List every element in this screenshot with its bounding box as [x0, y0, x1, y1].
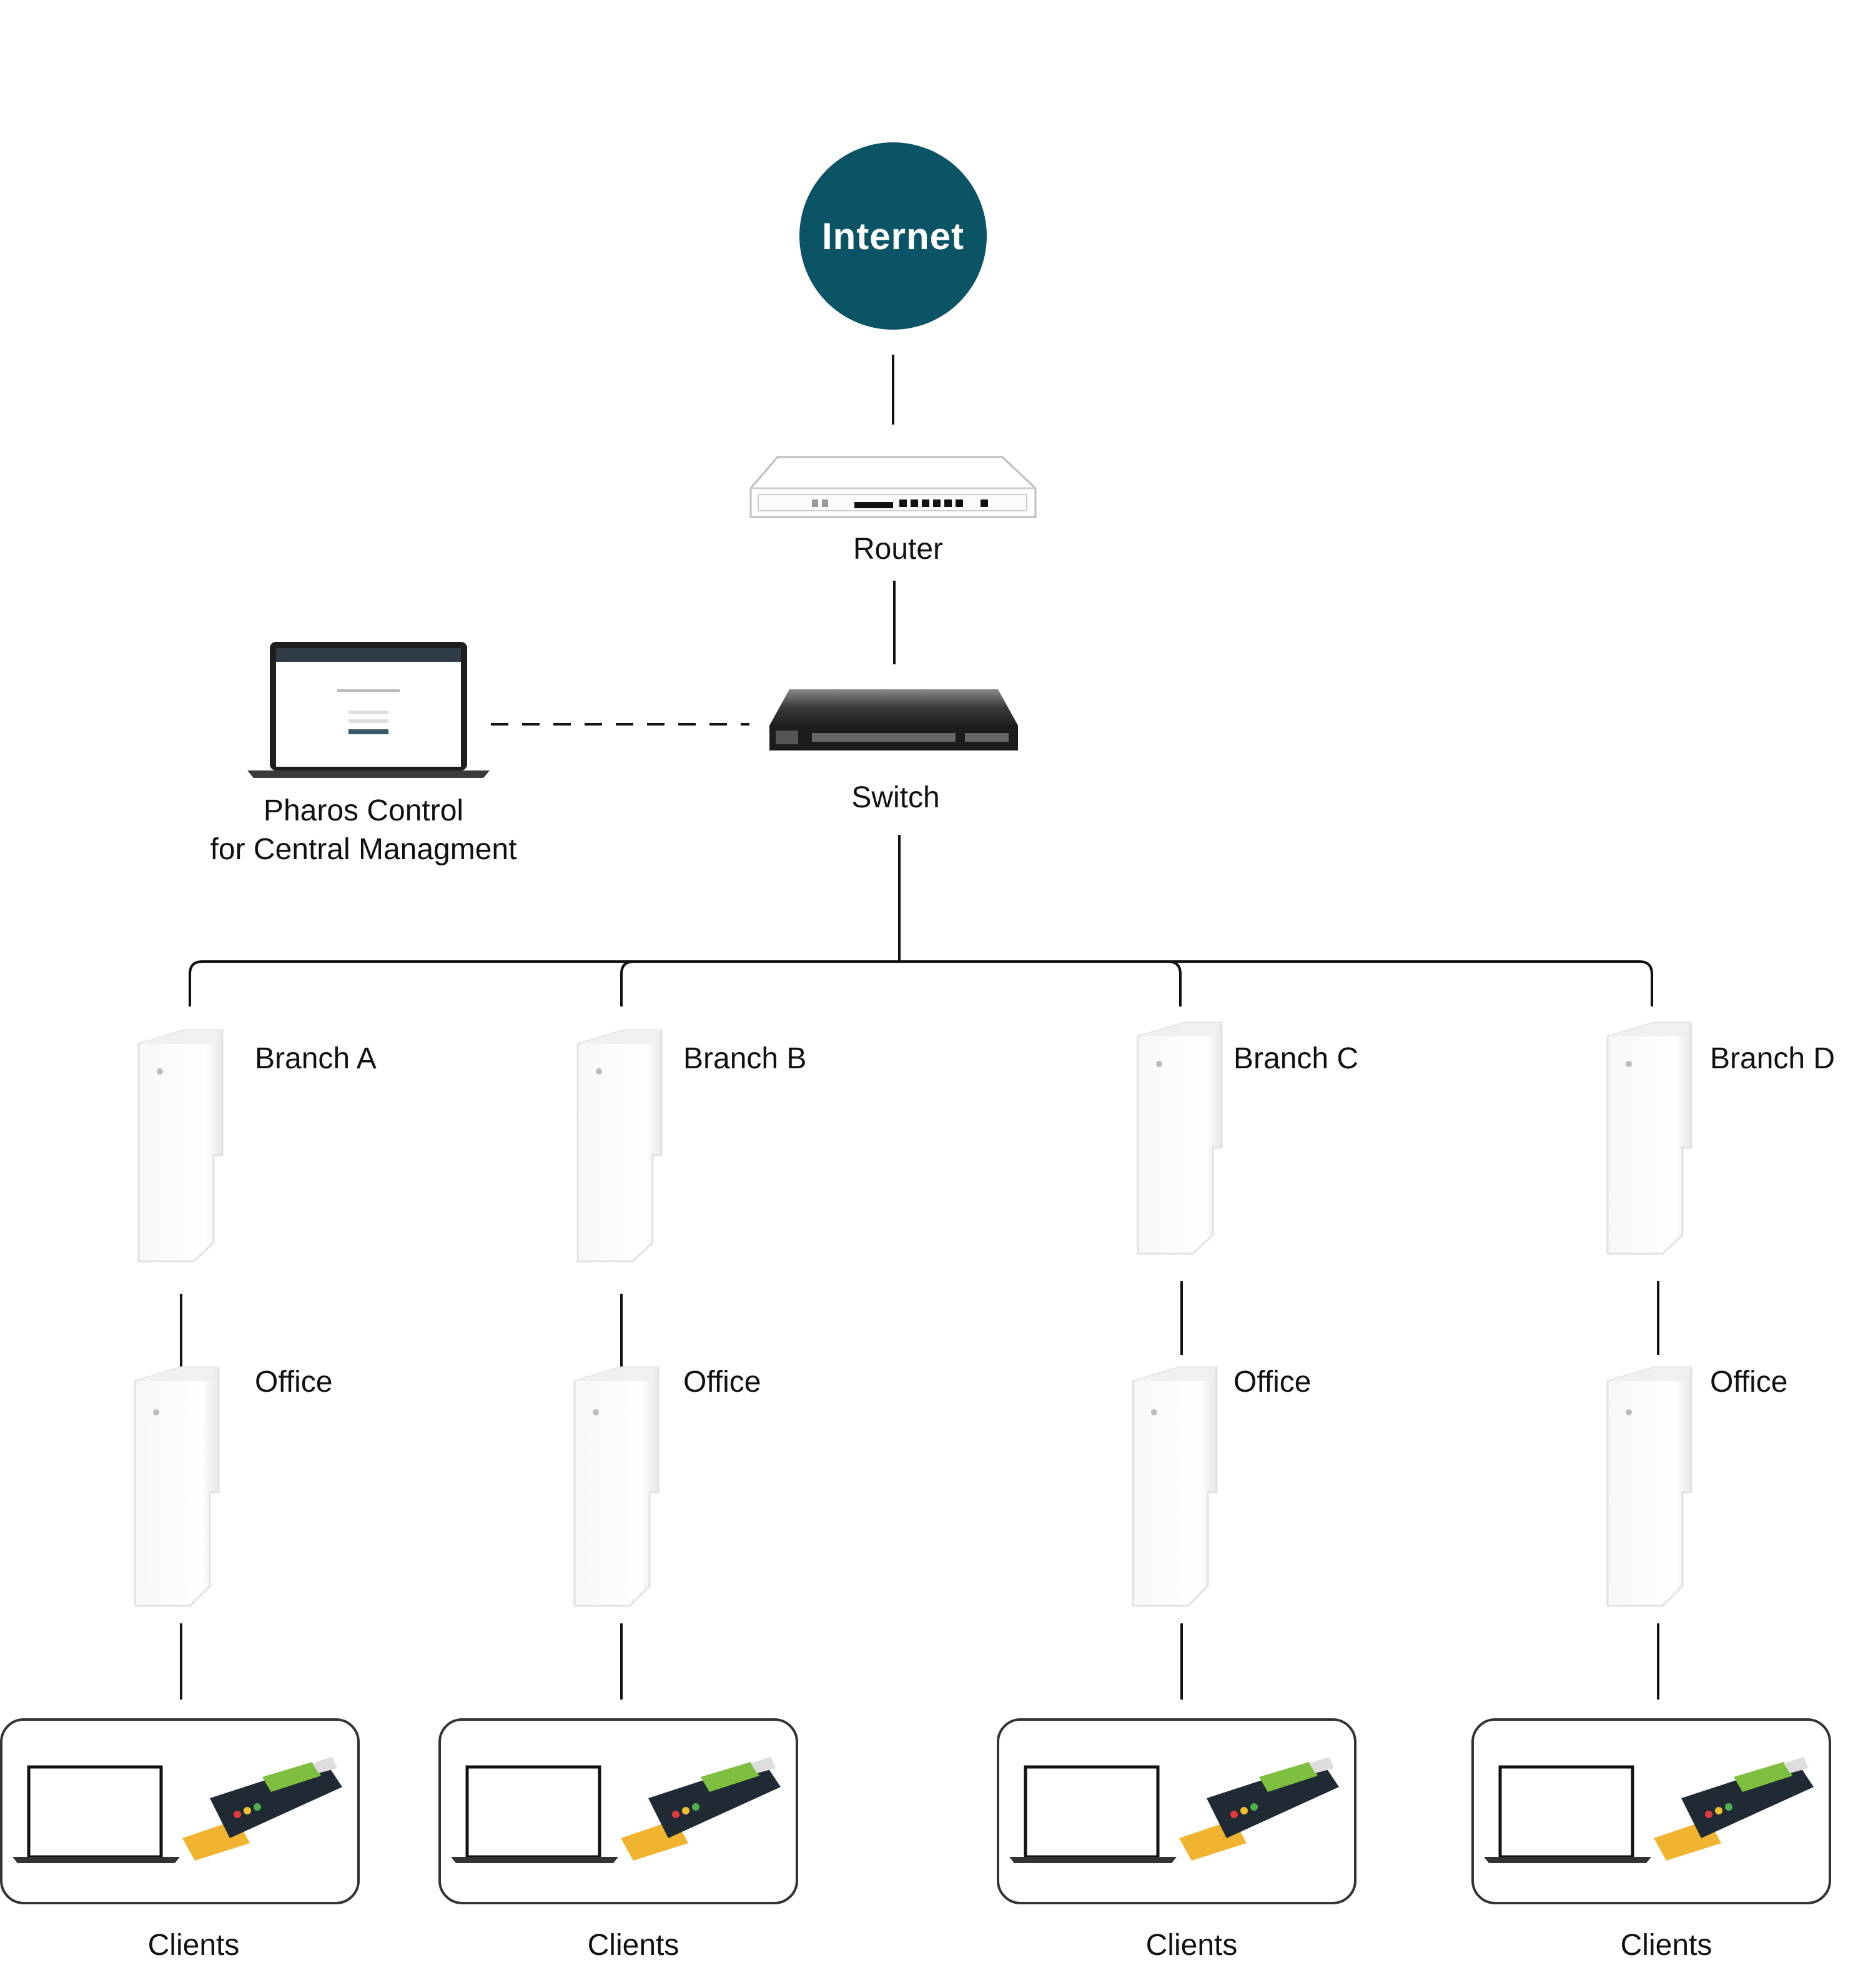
access-point-office-c: [1132, 1366, 1218, 1607]
payment-terminal-icon: [621, 1757, 781, 1861]
pharos-control-label: Pharos Control for Central Managment: [210, 792, 517, 869]
switch-icon: [769, 689, 1018, 750]
access-point-office-a: [134, 1366, 220, 1607]
access-point-office-d: [1606, 1366, 1692, 1607]
access-point-icon: [1137, 1021, 1223, 1255]
office-a-label: Office: [255, 1366, 333, 1399]
pharos-line-1: Pharos Control: [263, 794, 464, 827]
access-point-icon: [576, 1029, 663, 1262]
access-point-branch-c: [1137, 1021, 1223, 1255]
access-point-icon: [134, 1366, 220, 1607]
laptop-icon: [247, 642, 490, 778]
payment-terminal-icon: [182, 1757, 342, 1861]
branch-c-label: Branch C: [1233, 1042, 1359, 1075]
bus-drop-b: [620, 960, 635, 1006]
access-point-branch-a: [137, 1029, 224, 1262]
router-label: Router: [852, 533, 944, 566]
clients-box-c: [997, 1718, 1356, 1904]
laptop-icon: [12, 1765, 180, 1863]
payment-terminal-icon: [1179, 1757, 1339, 1861]
access-point-icon: [1132, 1366, 1218, 1607]
branch-d-label: Branch D: [1710, 1042, 1836, 1075]
clients-c-label: Clients: [1145, 1929, 1238, 1962]
clients-box-d: [1471, 1718, 1831, 1904]
switch-label: Switch: [851, 781, 940, 814]
payment-terminal-icon: [1654, 1757, 1814, 1861]
access-point-icon: [1606, 1021, 1692, 1255]
laptop-icon: [1009, 1765, 1177, 1863]
clients-d-label: Clients: [1620, 1929, 1712, 1962]
office-d-label: Office: [1710, 1366, 1788, 1399]
internet-label: Internet: [821, 215, 965, 257]
clients-a-label: Clients: [147, 1929, 240, 1962]
laptop-icon: [451, 1765, 618, 1863]
internet-node: Internet: [799, 142, 987, 330]
clients-box-a: [0, 1718, 360, 1904]
clients-b-label: Clients: [587, 1929, 679, 1962]
branch-b-label: Branch B: [683, 1042, 807, 1075]
access-point-branch-b: [576, 1029, 663, 1262]
access-point-icon: [137, 1029, 224, 1262]
access-point-branch-d: [1606, 1021, 1692, 1255]
access-point-icon: [1606, 1366, 1692, 1607]
office-b-label: Office: [683, 1366, 761, 1399]
office-c-label: Office: [1233, 1366, 1312, 1399]
bus-drop-c: [1167, 960, 1182, 1006]
clients-box-b: [438, 1718, 798, 1904]
laptop-icon: [1484, 1765, 1651, 1863]
router-icon: [749, 456, 1037, 518]
connectors: [180, 355, 1659, 1700]
branch-bus: [189, 960, 1653, 1006]
access-point-office-b: [573, 1366, 660, 1607]
access-point-icon: [573, 1366, 660, 1607]
branch-a-label: Branch A: [255, 1042, 377, 1075]
pharos-line-2: for Central Managment: [210, 833, 517, 866]
